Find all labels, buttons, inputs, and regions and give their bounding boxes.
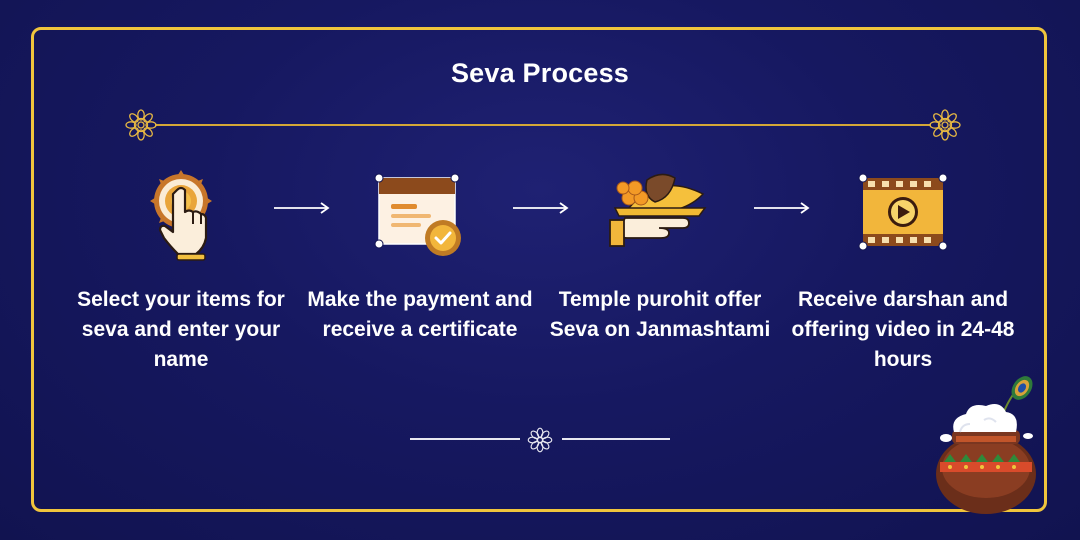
arrow-icon [513, 202, 569, 214]
page-title: Seva Process [450, 58, 630, 88]
certificate-icon [374, 173, 461, 256]
step-1-text: Select your items for seva and enter you… [77, 288, 285, 371]
video-icon [858, 173, 948, 251]
arrow-icon [274, 202, 330, 214]
offering-hand-icon [609, 173, 707, 247]
tap-hand-icon [150, 170, 212, 261]
bottom-divider-right [562, 438, 670, 440]
step-4-text: Receive darshan and offering video in 24… [791, 288, 1015, 371]
step-3-text: Temple purohit offer Seva on Janmashtami [549, 288, 771, 341]
seva-process-card [31, 27, 1047, 512]
mandala-icon [929, 109, 961, 141]
top-divider [155, 124, 931, 126]
arrow-icon [754, 202, 810, 214]
bottom-divider-left [410, 438, 520, 440]
mandala-icon [527, 427, 553, 453]
matki-pot-icon [936, 376, 1036, 514]
step-2-text: Make the payment and receive a certifica… [307, 288, 533, 341]
mandala-icon [125, 109, 157, 141]
